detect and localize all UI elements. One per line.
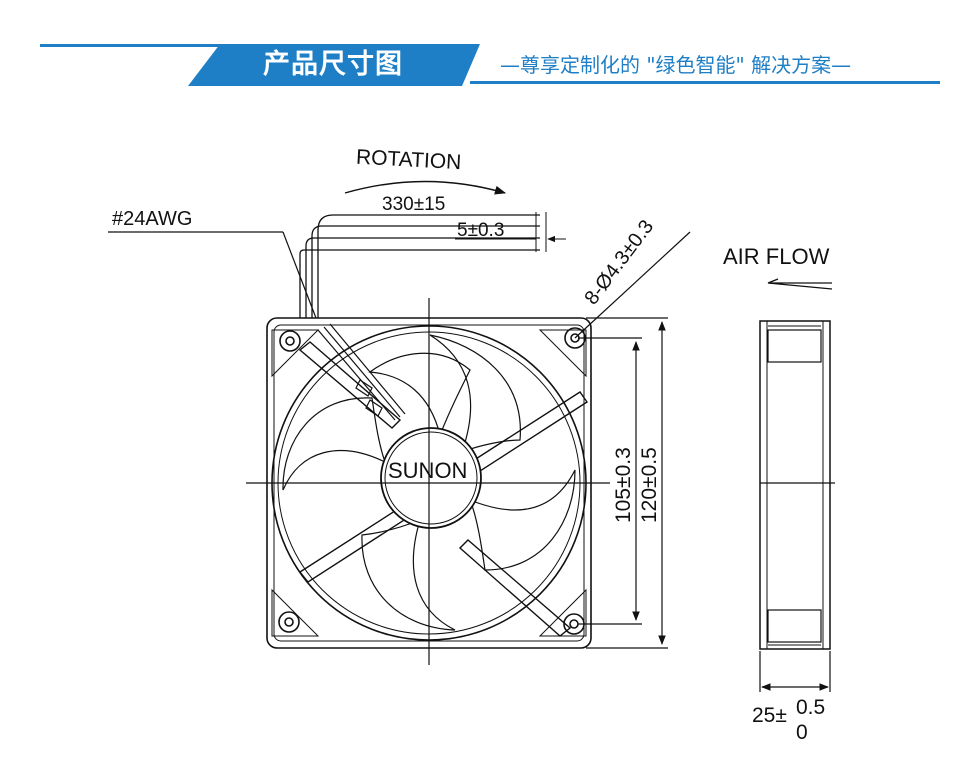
- fan-spokes: [298, 341, 588, 637]
- airflow-arrow-icon: [767, 278, 833, 290]
- page-subtitle: —尊享定制化的 "绿色智能" 解决方案—: [500, 53, 852, 77]
- page-title: 产品尺寸图: [263, 49, 403, 80]
- depth-tolerance-lower: 0: [796, 721, 808, 744]
- rotation-arrow: [344, 180, 507, 195]
- rotation-label: ROTATION: [355, 146, 461, 174]
- mounting-hole-bottom-right: [538, 588, 587, 637]
- brand-label: SUNON: [388, 458, 467, 483]
- header-rule-left: [40, 44, 220, 47]
- hole-spacing-label: 105±0.3: [612, 447, 635, 523]
- header-banner: [188, 44, 480, 86]
- mounting-hole-bottom-left: [271, 588, 320, 637]
- lead-wires: [299, 212, 547, 318]
- lead-wires-in-frame: [317, 323, 406, 421]
- frame-size-label: 120±0.5: [638, 447, 661, 523]
- lead-length-label: 330±15: [382, 194, 445, 215]
- depth-dimension: [759, 651, 831, 692]
- page-header: 产品尺寸图 —尊享定制化的 "绿色智能" 解决方案—: [0, 0, 980, 100]
- fan-side-view: [759, 320, 835, 650]
- depth-tolerance-upper: 0.5: [796, 696, 825, 719]
- wire-gauge-label: #24AWG: [112, 208, 192, 230]
- mounting-holes-label: 8-Ø4.3±0.3: [580, 216, 658, 309]
- strip-length-label: 5±0.3: [457, 220, 504, 241]
- center-lines: [246, 298, 610, 665]
- mounting-hole-top-left: [271, 329, 320, 378]
- depth-label: 25±: [752, 704, 787, 727]
- header-rule-right: [470, 81, 940, 84]
- fan-hub: [380, 427, 482, 529]
- front-dimensions: [578, 317, 668, 649]
- mounting-hole-top-right: [538, 327, 587, 378]
- mounting-holes-leader: [574, 231, 691, 339]
- airflow-label: AIR FLOW: [723, 244, 830, 269]
